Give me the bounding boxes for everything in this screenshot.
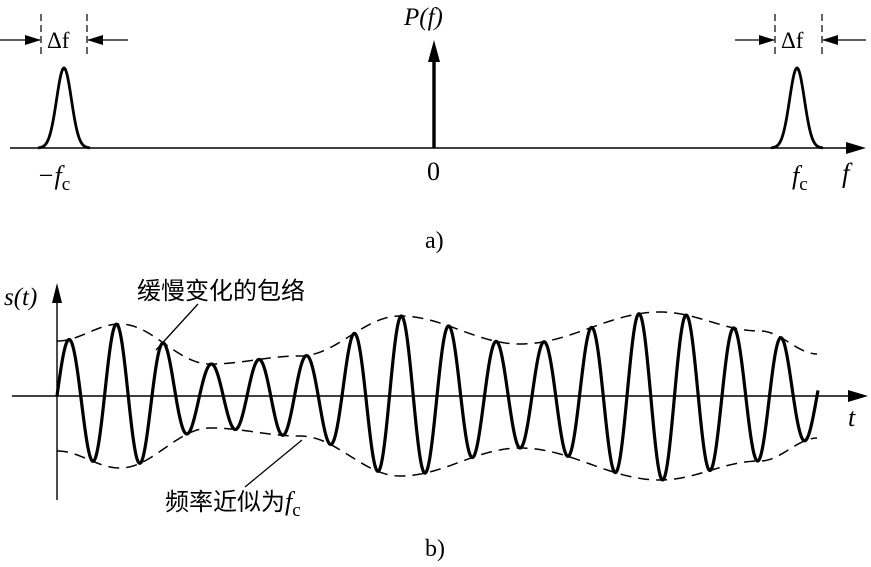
envelope-annotation: 缓慢变化的包络 <box>137 277 305 305</box>
amplitude-axis-label: s(t) <box>4 284 37 311</box>
spectrum-label: P(f) <box>403 4 443 31</box>
right-bandwidth-label: Δf <box>781 28 804 53</box>
left-bandwidth-label: Δf <box>47 28 70 53</box>
panel-a: P(f) Δf Δf −fc 0 fc f a) <box>0 4 866 254</box>
frequency-axis-arrow <box>846 142 866 154</box>
frequency-leader-line <box>244 439 303 488</box>
envelope-leader-line <box>155 303 199 351</box>
left-bandwidth-marker: Δf <box>0 14 128 55</box>
caption-a: a) <box>425 228 444 254</box>
right-bandwidth-marker: Δf <box>735 14 866 55</box>
lower-envelope <box>56 427 818 481</box>
negative-carrier-peak <box>37 66 91 150</box>
frequency-annotation: 频率近似为fc <box>165 487 301 521</box>
bandpass-waveform <box>55 312 820 482</box>
amplitude-axis-arrow <box>52 283 62 303</box>
upper-envelope <box>56 311 818 365</box>
positive-carrier-peak <box>770 66 824 150</box>
center-impulse-arrow <box>428 40 440 62</box>
time-axis-label: t <box>848 403 856 432</box>
positive-carrier-label: fc <box>792 161 808 195</box>
frequency-axis-label: f <box>842 158 853 188</box>
panel-b: s(t) t 缓慢变化的包络 频率近似为fc b) <box>4 277 868 562</box>
negative-carrier-label: −fc <box>37 161 70 195</box>
time-axis-arrow <box>848 390 868 402</box>
caption-b: b) <box>425 536 445 562</box>
zero-label: 0 <box>427 157 440 186</box>
